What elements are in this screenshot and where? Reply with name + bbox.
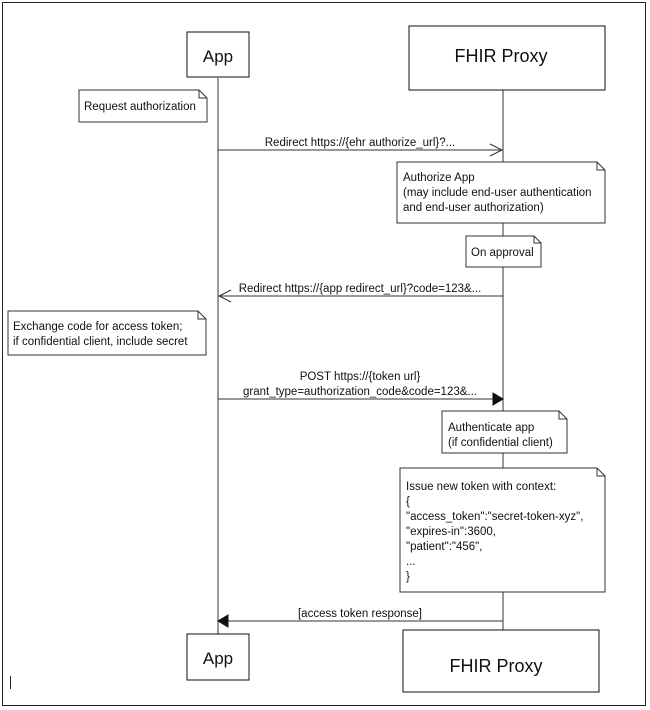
note-line: "expires-in":3600, xyxy=(406,526,496,538)
note-line: (if confidential client) xyxy=(448,437,553,449)
svg-text:Request authorization: Request authorization xyxy=(84,101,196,113)
note-line: ... xyxy=(406,556,416,568)
message-token-response: [access token response] xyxy=(217,608,503,628)
svg-text:Authorize App (may inclu: Authorize App (may include end-user auth… xyxy=(403,172,595,214)
proxy-participant-top-label: FHIR Proxy xyxy=(454,46,547,66)
svg-text:Exchange code for access token: Exchange code for access token; if confi… xyxy=(13,321,188,348)
note-exchange-code: Exchange code for access token; if confi… xyxy=(7,310,207,356)
svg-text:On approval: On approval xyxy=(471,247,534,259)
note-line: "patient":"456", xyxy=(406,541,482,553)
app-participant-top-label: App xyxy=(203,47,233,66)
app-participant-bottom-label: App xyxy=(203,649,233,668)
note-line: Authorize App xyxy=(403,172,475,184)
proxy-participant-top: FHIR Proxy xyxy=(408,25,606,91)
note-line: Exchange code for access token; xyxy=(13,321,182,333)
proxy-participant-bottom-label: FHIR Proxy xyxy=(449,656,542,676)
message-label: POST https://{token url} xyxy=(300,371,421,383)
proxy-participant-bottom: FHIR Proxy xyxy=(402,629,600,693)
message-redirect-app: Redirect https://{app redirect_url}?code… xyxy=(217,283,503,303)
message-label: grant_type=authorization_code&code=123&.… xyxy=(243,386,477,398)
message-label: Redirect https://{app redirect_url}?code… xyxy=(239,283,482,295)
message-label: [access token response] xyxy=(298,608,422,620)
note-issue-token: Issue new token with context: { "access_… xyxy=(399,467,606,593)
svg-text:Authenticate app (if con: Authenticate app (if confidential client… xyxy=(448,422,553,449)
app-participant-top: App xyxy=(186,31,250,78)
note-line: (may include end-user authentication xyxy=(403,187,592,199)
svg-text:Issue new token with context:: Issue new token with context: { "access_… xyxy=(406,481,587,583)
note-line: On approval xyxy=(471,247,534,259)
note-line: Authenticate app xyxy=(448,422,534,434)
note-line: if confidential client, include secret xyxy=(13,336,188,348)
note-line: } xyxy=(406,571,410,583)
note-line: Request authorization xyxy=(84,101,196,113)
note-request-authorization: Request authorization xyxy=(78,89,208,123)
message-post-token: POST https://{token url} grant_type=auth… xyxy=(218,371,504,406)
note-line: { xyxy=(406,496,410,508)
app-participant-bottom: App xyxy=(186,633,250,681)
note-authorize-app: Authorize App (may include end-user auth… xyxy=(396,161,606,224)
message-label: Redirect https://{ehr authorize_url}?... xyxy=(265,137,456,149)
note-on-approval: On approval xyxy=(465,235,542,268)
text-cursor xyxy=(10,676,11,689)
note-authenticate-app: Authenticate app (if confidential client… xyxy=(441,410,568,454)
note-line: Issue new token with context: xyxy=(406,481,556,493)
message-redirect-authorize: Redirect https://{ehr authorize_url}?... xyxy=(218,137,504,157)
note-line: "access_token":"secret-token-xyz", xyxy=(406,511,583,523)
note-line: and end-user authorization) xyxy=(403,202,544,214)
